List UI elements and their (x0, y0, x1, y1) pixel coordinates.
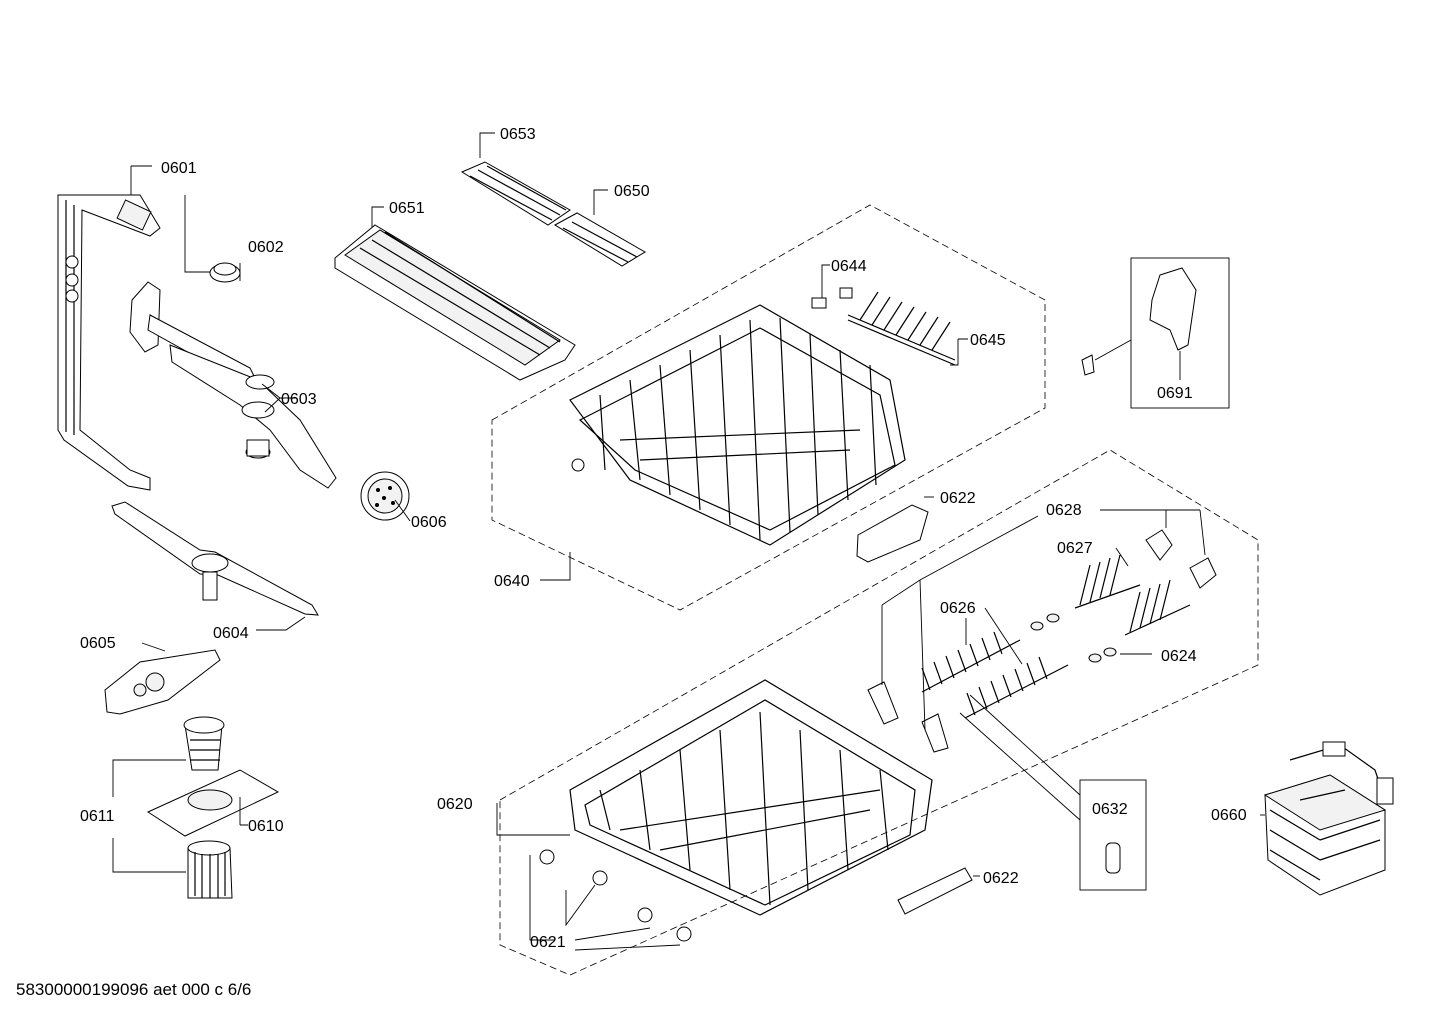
callout-0610[interactable]: 0610 (248, 818, 284, 835)
callout-0605[interactable]: 0605 (80, 635, 116, 652)
callout-0628[interactable]: 0628 (1046, 502, 1082, 519)
handle-upper-part[interactable] (856, 504, 929, 563)
callout-0632[interactable]: 0632 (1092, 801, 1128, 818)
callout-0644[interactable]: 0644 (831, 258, 867, 275)
wheel-part[interactable] (539, 849, 692, 942)
end-cap-part[interactable] (1105, 842, 1121, 874)
holder-0628-part[interactable] (1145, 529, 1217, 589)
lower-basket-part[interactable] (569, 679, 933, 916)
cutlery-tray-part[interactable] (334, 224, 576, 381)
upper-rack-assembly-outline (491, 204, 1046, 611)
end-cap-detail-box (1079, 779, 1147, 891)
callout-0691[interactable]: 0691 (1157, 385, 1193, 402)
callout-0604[interactable]: 0604 (213, 625, 249, 642)
document-code: 58300000199096 aet 000 c 6/6 (16, 980, 252, 999)
callout-0601[interactable]: 0601 (161, 160, 197, 177)
spray-arm-cover-part[interactable] (104, 649, 221, 715)
callout-0640[interactable]: 0640 (494, 573, 530, 590)
callout-0621[interactable]: 0621 (530, 934, 566, 951)
callout-0653[interactable]: 0653 (500, 126, 536, 143)
filter-assembly-part[interactable] (146, 716, 280, 899)
cup-shelf-part[interactable] (460, 161, 571, 226)
callout-0606[interactable]: 0606 (411, 514, 447, 531)
clip-part[interactable] (811, 287, 853, 309)
lower-rack-assembly-outline (499, 449, 1259, 976)
callout-labels: 0601 0602 0603 0604 0605 0606 0610 0611 … (80, 126, 1247, 951)
cup-shelf-secondary-part[interactable] (554, 212, 646, 267)
rack-clip-detail-box (1130, 257, 1230, 409)
lower-spray-arm-part[interactable] (111, 501, 319, 616)
upper-basket-part[interactable] (569, 304, 906, 546)
callout-0645[interactable]: 0645 (970, 332, 1006, 349)
cutlery-basket-part[interactable] (1263, 741, 1394, 896)
spray-arm-bearing-part[interactable] (209, 262, 241, 283)
folding-tine-rack-part[interactable] (847, 291, 956, 366)
feed-pipe-part[interactable] (57, 194, 161, 491)
callout-0603[interactable]: 0603 (281, 391, 317, 408)
leader-lines (112, 132, 1265, 951)
callout-0620[interactable]: 0620 (437, 796, 473, 813)
filter-disc-part[interactable] (360, 471, 410, 521)
handle-lower-part[interactable] (897, 867, 973, 915)
pin-0624-part[interactable] (1030, 613, 1117, 663)
rack-clip-detail-part[interactable] (1149, 267, 1197, 351)
callout-0660[interactable]: 0660 (1211, 807, 1247, 824)
callout-0627[interactable]: 0627 (1057, 540, 1093, 557)
callout-0650[interactable]: 0650 (614, 183, 650, 200)
upper-spray-arm-part[interactable] (129, 281, 337, 489)
callout-0626[interactable]: 0626 (940, 600, 976, 617)
callout-0622-upper[interactable]: 0622 (940, 490, 976, 507)
tine-rack-0626-part[interactable] (921, 631, 1069, 719)
callout-0602[interactable]: 0602 (248, 239, 284, 256)
tine-rack-0627-part[interactable] (1074, 554, 1191, 636)
callout-0611[interactable]: 0611 (80, 808, 115, 825)
callout-0651[interactable]: 0651 (389, 200, 425, 217)
rack-hinge-part[interactable] (867, 681, 949, 753)
rack-clip-part[interactable] (1081, 354, 1095, 376)
callout-0622-lower[interactable]: 0622 (983, 870, 1019, 887)
callout-0624[interactable]: 0624 (1161, 648, 1197, 665)
